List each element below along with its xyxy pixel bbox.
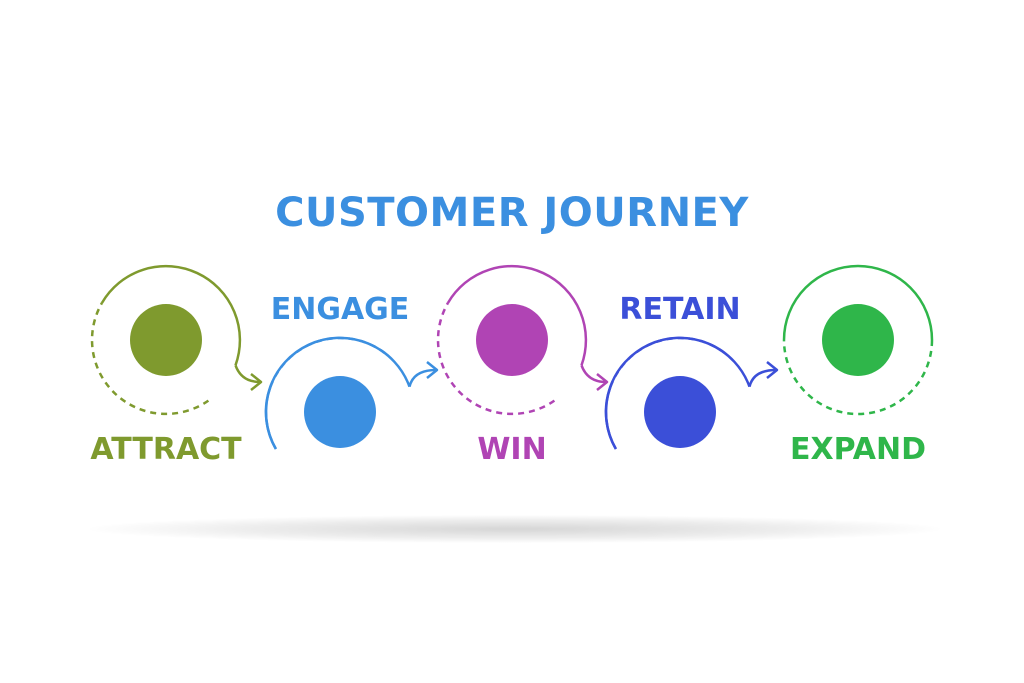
diagram-title: CUSTOMER JOURNEY <box>275 190 749 236</box>
stage-label-engage: ENGAGE <box>270 292 410 327</box>
stage-dot-attract <box>130 304 202 376</box>
ring-dashed-engage <box>269 336 389 388</box>
ring-solid-expand <box>782 264 934 341</box>
floor-shadow <box>90 515 940 543</box>
stage-label-expand: EXPAND <box>789 432 927 467</box>
arrow-line-retain <box>748 368 777 388</box>
arrow-line-engage <box>408 368 437 388</box>
ring-solid-left-retain <box>604 386 617 450</box>
stage-dot-engage <box>304 376 376 448</box>
arrow-line-attract <box>234 364 261 384</box>
stage-label-attract: ATTRACT <box>90 432 242 467</box>
ring-dashed-retain <box>609 336 729 388</box>
stage-label-retain: RETAIN <box>619 292 741 327</box>
arrow-head-engage <box>426 361 439 379</box>
arrow-head-attract <box>250 373 263 391</box>
ring-solid-left-engage <box>264 386 277 450</box>
ring-solid-win <box>446 264 588 366</box>
arrow-head-win <box>596 373 609 391</box>
ring-solid-attract <box>100 264 242 366</box>
stage-label-win: WIN <box>477 432 547 467</box>
ring-dashed-win <box>436 302 556 416</box>
arrow-line-win <box>580 364 607 384</box>
stage-dot-retain <box>644 376 716 448</box>
arrow-head-retain <box>766 361 779 379</box>
ring-dashed-expand <box>782 339 934 416</box>
stage-dot-expand <box>822 304 894 376</box>
stage-dot-win <box>476 304 548 376</box>
ring-dashed-attract <box>90 302 210 416</box>
